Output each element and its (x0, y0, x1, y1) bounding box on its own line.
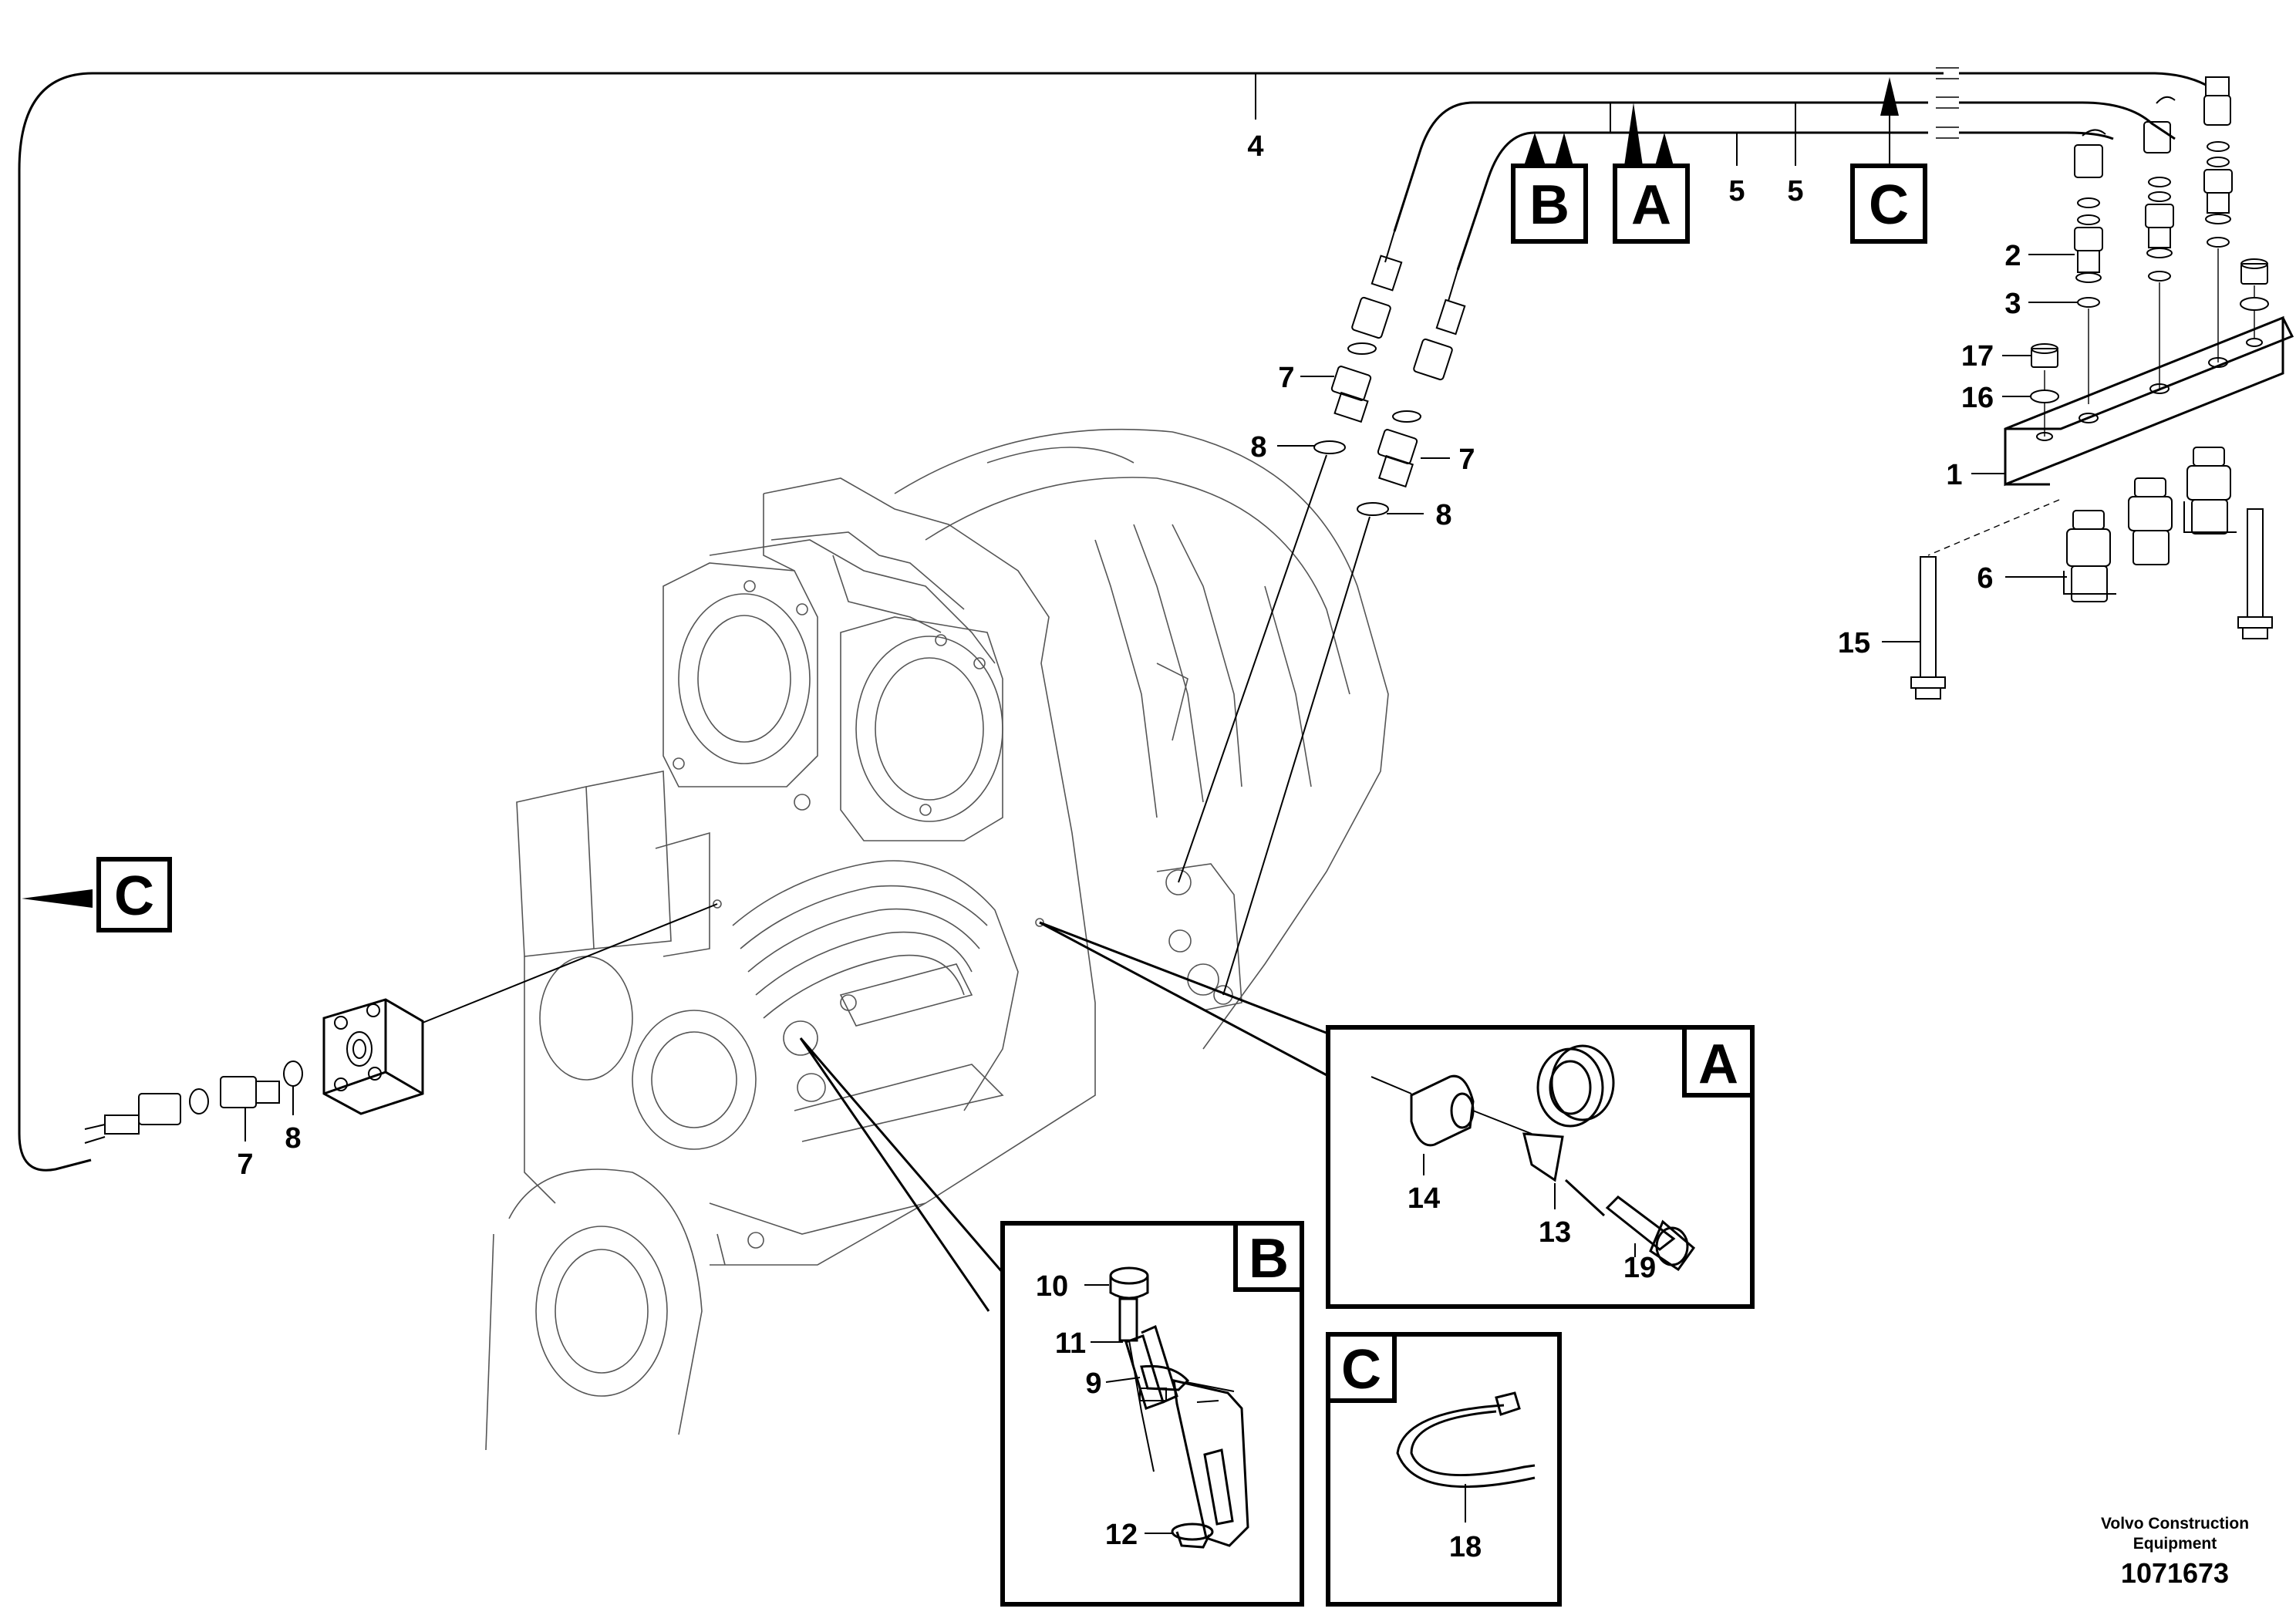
callout-5b: 5 (1787, 175, 1803, 207)
sensor-leads (1178, 231, 1466, 996)
detail-panel-c: C (1326, 1332, 1562, 1607)
callout-7-lower: 7 (237, 1148, 253, 1181)
callout-7-upper: 7 (1278, 362, 1294, 394)
callout-2: 2 (2004, 240, 2021, 272)
figure-footer: Volvo Construction Equipment 1071673 (2101, 1515, 2249, 1589)
callout-8-upper: 8 (1250, 431, 1266, 464)
callout-15: 15 (1838, 627, 1870, 659)
flange-nut-12 (1171, 1523, 1214, 1549)
fitting-stack-1 (2074, 197, 2103, 404)
callout-5a: 5 (1728, 175, 1745, 207)
bolt-15-left (1910, 499, 2060, 700)
nut-and-washer-right (2240, 258, 2269, 338)
callout-8-right: 8 (1435, 499, 1451, 531)
reference-box-a: A (1613, 164, 1690, 244)
detail-a-label: A (1698, 1034, 1738, 1095)
detail-panel-b: B (1000, 1221, 1304, 1607)
reference-c-left-label: C (114, 865, 154, 927)
reference-b-label: B (1529, 174, 1569, 236)
figure-number: 1071673 (2121, 1557, 2229, 1589)
callout-6: 6 (1977, 562, 1993, 595)
callout-4: 4 (1247, 130, 1263, 163)
adapter-7-left (189, 1076, 280, 1114)
bolt-19 (1564, 1179, 1696, 1272)
brand-line-2: Equipment (2133, 1535, 2217, 1553)
callout-labels: 4 5 5 2 3 17 16 1 6 15 7 8 7 8 7 8 14 13… (237, 130, 2021, 1563)
sensor-1 (2063, 510, 2116, 602)
reference-a-label: A (1631, 174, 1671, 236)
callout-18: 18 (1449, 1531, 1482, 1563)
callout-16: 16 (1961, 382, 1994, 414)
callout-9: 9 (1085, 1367, 1101, 1400)
reference-arrows (22, 77, 1899, 908)
transmission-housing (485, 428, 1389, 1451)
reference-box-b: B (1511, 164, 1588, 244)
reference-box-c-top: C (1850, 164, 1927, 244)
cable-tie-18 (1396, 1391, 1536, 1523)
fitting-stack-2 (2145, 177, 2174, 389)
tube-assembly (18, 67, 2231, 1172)
flange-assembly-left (84, 903, 718, 1144)
bolt-15-right (2237, 508, 2273, 639)
callout-12: 12 (1105, 1519, 1138, 1551)
bracket-9 (1140, 1364, 1249, 1547)
callout-leaders (244, 73, 2078, 1141)
callout-14: 14 (1408, 1182, 1440, 1215)
fitting-stack-3 (2203, 141, 2233, 363)
callout-10: 10 (1036, 1270, 1068, 1303)
reference-c-top-label: C (1869, 174, 1909, 236)
sensor-2 (2128, 477, 2173, 565)
detail-leaders (799, 921, 1349, 1312)
sensor-3 (2183, 447, 2237, 534)
callout-11: 11 (1055, 1327, 1086, 1360)
tube-nut-left (84, 1093, 181, 1144)
callout-1: 1 (1946, 459, 1962, 491)
brand-line-1: Volvo Construction (2101, 1515, 2249, 1533)
reference-box-c-left: C (96, 857, 172, 932)
o-ring-8-left (283, 1061, 303, 1087)
junction-block-assembly (1910, 141, 2294, 700)
callout-17: 17 (1961, 340, 1994, 373)
callout-13: 13 (1539, 1216, 1571, 1249)
flange-plate (322, 998, 424, 1115)
callout-19: 19 (1623, 1252, 1656, 1284)
nut-and-washer-left (2030, 343, 2059, 437)
junction-block (2004, 315, 2294, 487)
clamp-13 (1522, 1044, 1615, 1182)
callout-8-lower: 8 (285, 1122, 301, 1155)
callout-7-right: 7 (1458, 443, 1475, 476)
callout-3: 3 (2004, 288, 2021, 320)
detail-c-label: C (1341, 1339, 1381, 1401)
detail-panel-a: A (1326, 1025, 1755, 1309)
detail-b-label: B (1249, 1228, 1289, 1290)
